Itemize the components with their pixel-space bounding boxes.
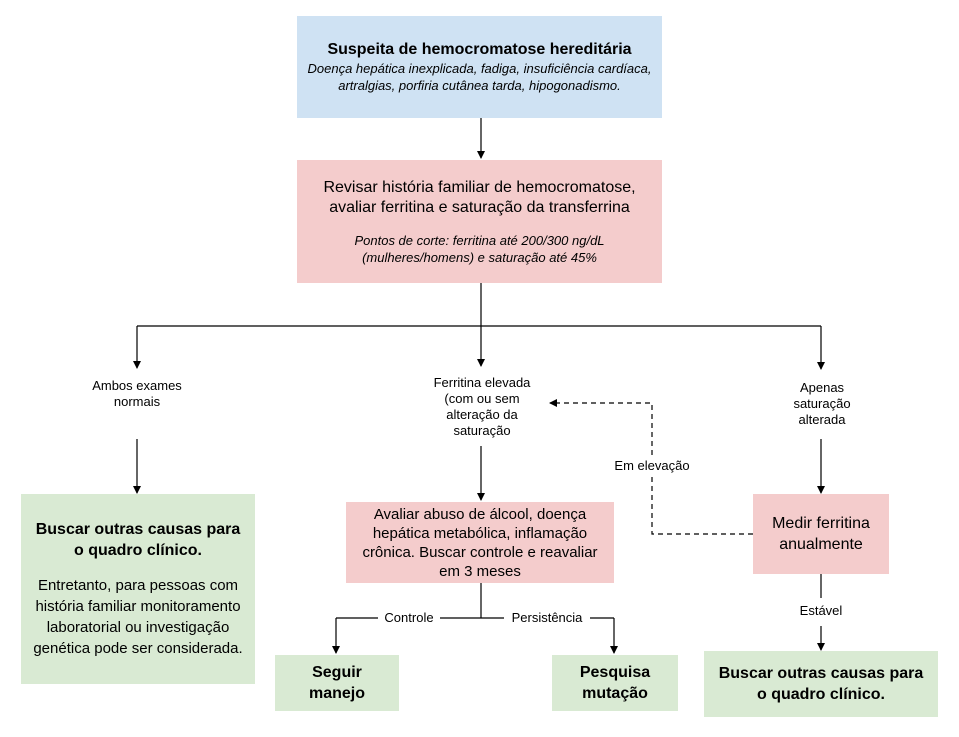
node-avaliar-alcool: Avaliar abuso de álcool, doença hepática… bbox=[346, 502, 614, 583]
node-seguir-manejo: Seguir manejo bbox=[275, 655, 399, 711]
node-medir-text: Medir ferritina anualmente bbox=[772, 515, 870, 553]
label-controle: Controle bbox=[378, 610, 440, 626]
node-pesquisa-text: Pesquisa mutação bbox=[579, 664, 651, 702]
node-buscar-left-body: Entretanto, para pessoas com história fa… bbox=[33, 577, 243, 657]
node-avaliar-text: Avaliar abuso de álcool, doença hepática… bbox=[362, 505, 598, 580]
node-seguir-text: Seguir manejo bbox=[308, 664, 365, 702]
node-buscar-outras-right: Buscar outras causas para o quadro clíni… bbox=[704, 651, 938, 717]
node-suspeita: Suspeita de hemocromatose hereditária Do… bbox=[297, 16, 662, 118]
node-suspeita-subtitle: Doença hepática inexplicada, fadiga, ins… bbox=[307, 61, 652, 93]
label-estavel: Estável bbox=[790, 603, 852, 619]
label-em-elevacao: Em elevação bbox=[604, 458, 700, 474]
label-persistencia: Persistência bbox=[504, 610, 590, 626]
node-revisar: Revisar história familiar de hemocromato… bbox=[297, 160, 662, 283]
label-ferritina-elevada: Ferritina elevada (com ou sem alteração … bbox=[420, 375, 544, 439]
node-buscar-left-title: Buscar outras causas para o quadro clíni… bbox=[35, 521, 241, 559]
node-pesquisa-mutacao: Pesquisa mutação bbox=[552, 655, 678, 711]
node-revisar-note: Pontos de corte: ferritina até 200/300 n… bbox=[354, 232, 605, 265]
label-apenas-saturacao: Apenas saturação alterada bbox=[785, 380, 859, 428]
node-buscar-outras-left: Buscar outras causas para o quadro clíni… bbox=[21, 494, 255, 684]
node-medir-ferritina: Medir ferritina anualmente bbox=[753, 494, 889, 574]
node-revisar-main: Revisar história familiar de hemocromato… bbox=[323, 178, 636, 216]
label-ambos-normais: Ambos exames normais bbox=[82, 378, 192, 410]
node-suspeita-title: Suspeita de hemocromatose hereditária bbox=[327, 41, 632, 58]
node-buscar-right-text: Buscar outras causas para o quadro clíni… bbox=[718, 665, 924, 703]
